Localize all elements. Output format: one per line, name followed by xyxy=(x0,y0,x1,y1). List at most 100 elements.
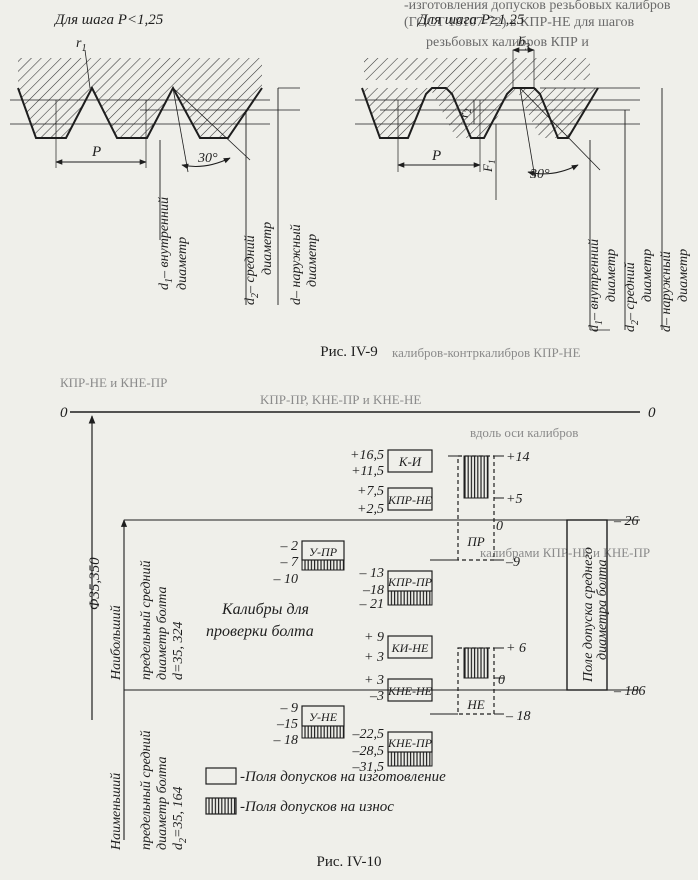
fig10-caption: Рис. IV-10 xyxy=(317,854,382,870)
gauge-ne: НЕ xyxy=(466,697,484,712)
val-u-7: – 7 xyxy=(280,555,300,570)
label-pitch-right: P xyxy=(431,148,441,164)
bleed-text-1: -изготовления допусков резьбовых калибро… xyxy=(404,0,671,13)
bleed-text-7: вдоль оси калибров xyxy=(470,425,579,440)
svg-text:диаметр болта: диаметр болта xyxy=(155,586,170,680)
fig9-right-thread-profile xyxy=(355,47,663,331)
gauge-u-pr: У-ПР xyxy=(309,545,338,559)
val-minus-186: – 186 xyxy=(613,684,646,699)
gauge-kpr-pr: КПР-ПР xyxy=(387,575,433,589)
svg-text:F1: F1 xyxy=(480,160,497,173)
svg-text:диаметра болта: диаметра болта xyxy=(595,559,610,660)
svg-text:диаметр: диаметр xyxy=(305,234,320,287)
svg-text:диаметр: диаметр xyxy=(175,237,190,290)
svg-text:d1– внутренний: d1– внутренний xyxy=(587,239,605,332)
svg-text:Наименьший: Наименьший xyxy=(109,773,124,851)
fig9-caption: Рис. IV-9 xyxy=(320,344,377,360)
label-d-left: d– наружный диаметр xyxy=(289,224,320,305)
label-max-diameter: Наибольший xyxy=(109,605,124,681)
val-0-ne: 0 xyxy=(498,673,505,688)
val-11-5: +11,5 xyxy=(351,464,384,479)
fig9-left-title: Для шага P<1,25 xyxy=(53,12,164,28)
val-u-2: – 2 xyxy=(280,539,299,554)
val-k-21: – 21 xyxy=(359,597,385,612)
svg-text:диаметр: диаметр xyxy=(640,249,655,302)
val-28-5: –28,5 xyxy=(352,744,385,759)
svg-text:Наибольший: Наибольший xyxy=(109,605,124,681)
svg-text:Поле допуска среднего: Поле допуска среднего xyxy=(581,547,596,683)
gauge-k-i: К-И xyxy=(398,454,422,469)
center-title-1: Калибры для xyxy=(221,601,309,618)
label-d1-left: d1– внутренний диаметр xyxy=(157,197,190,290)
zero-left: 0 xyxy=(60,405,68,421)
val-plus-6: + 6 xyxy=(506,641,526,656)
zero-right: 0 xyxy=(648,405,656,421)
gauge-pr: ПР xyxy=(466,534,484,549)
val-un-18: – 18 xyxy=(273,733,299,748)
svg-text:d=35, 324: d=35, 324 xyxy=(171,622,186,680)
label-f1: F1 xyxy=(480,160,497,173)
label-pitch-left: P xyxy=(91,144,101,160)
svg-text:предельный средний: предельный средний xyxy=(139,561,154,681)
val-7-5: +7,5 xyxy=(357,484,384,499)
label-bolt-field: Поле допуска среднего диаметра болта xyxy=(581,547,610,683)
label-angle-right: 30° xyxy=(529,167,550,182)
svg-text:d– наружный: d– наружный xyxy=(659,251,674,332)
val-minus-9: –9 xyxy=(505,555,520,570)
svg-text:d1– внутренний: d1– внутренний xyxy=(157,197,175,290)
val-0-pr: 0 xyxy=(496,519,503,534)
svg-text:Φ35,350: Φ35,350 xyxy=(87,557,103,610)
val-minus-18: – 18 xyxy=(505,709,531,724)
val-un-15: –15 xyxy=(276,717,298,732)
val-minus-3: –3 xyxy=(369,689,384,704)
val-5: +5 xyxy=(506,492,522,507)
label-r2: r2 xyxy=(456,108,473,118)
val-16-5: +16,5 xyxy=(350,448,384,463)
label-d1-right: d1– внутренний диаметр xyxy=(587,239,619,332)
bleed-text-4: калибров-контркалибров КПР-НЕ xyxy=(392,345,581,360)
gauge-kpr-ne: КПР-НЕ xyxy=(387,493,433,507)
label-angle-left: 30° xyxy=(197,151,218,166)
label-d-right: d– наружный диаметр xyxy=(659,249,691,332)
svg-text:диаметр: диаметр xyxy=(604,249,619,302)
val-plus-3a: + 3 xyxy=(364,650,384,665)
val-un-9: – 9 xyxy=(280,701,299,716)
label-d2-right: d2– средний диаметр xyxy=(623,249,655,332)
legend-wear: -Поля допусков на износ xyxy=(240,799,394,815)
val-22-5: –22,5 xyxy=(352,727,385,742)
val-14: +14 xyxy=(506,450,529,465)
center-title-2: проверки болта xyxy=(206,623,314,640)
val-plus-3b: + 3 xyxy=(364,673,384,688)
svg-text:диаметр: диаметр xyxy=(676,249,691,302)
svg-text:d2=35, 164: d2=35, 164 xyxy=(171,787,189,850)
gauge-u-ne: У-НЕ xyxy=(309,710,338,724)
svg-text:d2– средний: d2– средний xyxy=(623,262,641,332)
fig10-lines xyxy=(70,411,640,840)
label-r1: r1 xyxy=(76,36,86,54)
bleed-text-5: КПР-НЕ и КНЕ-ПР xyxy=(60,375,168,390)
label-phi: Φ35,350 xyxy=(87,557,103,610)
svg-text:диаметр: диаметр xyxy=(260,222,275,275)
svg-text:диаметр болта: диаметр болта xyxy=(155,756,170,850)
val-minus-26: – 26 xyxy=(613,514,639,529)
val-k-18: –18 xyxy=(362,583,384,598)
svg-text:d2– средний: d2– средний xyxy=(243,235,261,305)
label-b3: b3 xyxy=(518,35,530,53)
gauge-ki-ne: КИ-НЕ xyxy=(391,641,429,655)
label-min-diameter: Наименьший xyxy=(109,773,124,851)
label-max-diameter-2: предельный средний диаметр болта d=35, 3… xyxy=(139,561,186,681)
gauge-kne-ne: КНЕ-НЕ xyxy=(387,684,433,698)
val-31-5: –31,5 xyxy=(352,760,385,775)
bleed-text-2: (ГОСТ 18107-72) в КПР-НЕ для шагов xyxy=(404,15,635,30)
val-2-5: +2,5 xyxy=(357,502,384,517)
val-plus-9: + 9 xyxy=(364,630,384,645)
val-k-13: – 13 xyxy=(359,566,385,581)
svg-text:d– наружный: d– наружный xyxy=(289,224,304,305)
legend-manufacturing: -Поля допусков на изготовление xyxy=(240,769,446,785)
fig9-left-thread-profile xyxy=(10,49,300,305)
bleed-text-6: KПР-ПР, KHE-ПР и KHE-HE xyxy=(260,392,422,407)
label-d2-left: d2– средний диаметр xyxy=(243,222,275,305)
svg-text:r2: r2 xyxy=(456,108,473,118)
